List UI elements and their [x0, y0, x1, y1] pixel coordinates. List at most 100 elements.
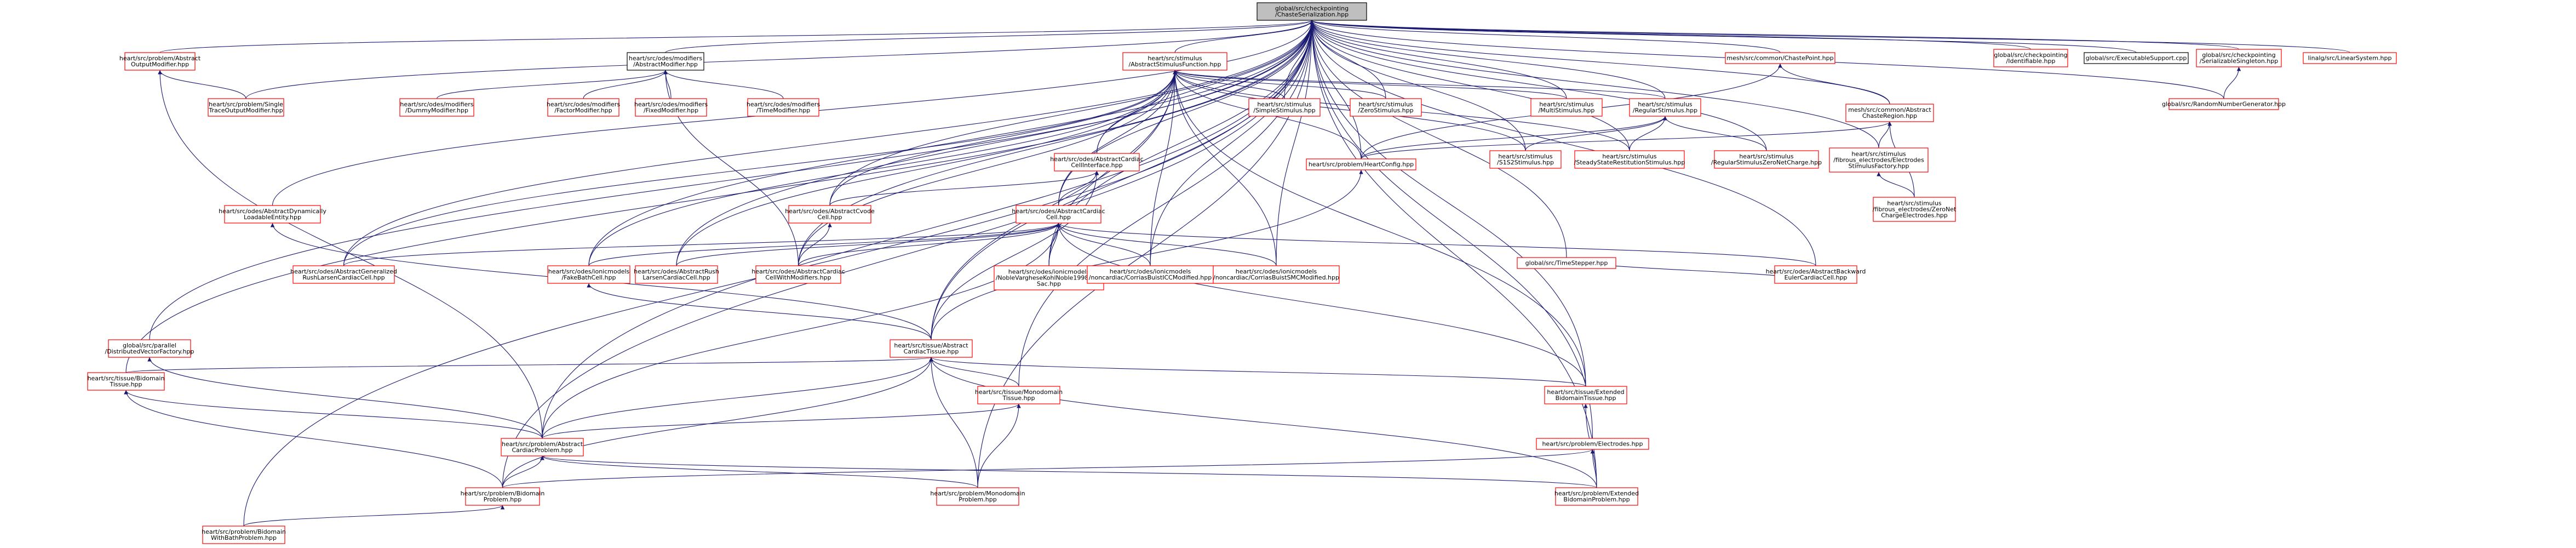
node-bidomain-tissue[interactable]: heart/src/tissue/BidomainTissue.hpp [87, 372, 165, 391]
node-dist-vec-factory[interactable]: global/src/parallel/DistributedVectorFac… [105, 339, 194, 358]
node-ext-bidomain-tissue[interactable]: heart/src/tissue/ExtendedBidomainTissue.… [1544, 386, 1627, 404]
node-exec-support[interactable]: global/src/ExecutableSupport.cpp [2084, 52, 2189, 64]
node-abs-cardiac-tissue[interactable]: heart/src/tissue/AbstractCardiacTissue.h… [890, 339, 973, 358]
node-box[interactable] [1993, 49, 2068, 67]
node-box[interactable] [1306, 158, 1416, 170]
node-box[interactable] [788, 205, 871, 224]
node-box[interactable] [1530, 98, 1603, 117]
node-box[interactable] [890, 339, 973, 358]
node-box[interactable] [635, 265, 718, 284]
node-fixed-mod[interactable]: heart/src/odes/modifiers/FixedModifier.h… [634, 98, 708, 117]
node-regular-zero-stim[interactable]: heart/src/stimulus/RegularStimulusZeroNe… [1711, 150, 1822, 169]
node-dummy-mod[interactable]: heart/src/odes/modifiers/DummyModifier.h… [399, 98, 474, 117]
node-box[interactable] [87, 372, 165, 391]
node-box[interactable] [2303, 52, 2397, 64]
node-box[interactable] [1629, 98, 1701, 117]
node-rng[interactable]: global/src/RandomNumberGenerator.hpp [2162, 98, 2286, 110]
node-box[interactable] [627, 52, 704, 71]
node-elec-factory[interactable]: heart/src/stimulus/fibrous_electrodes/El… [1829, 147, 1929, 173]
node-box[interactable] [2168, 98, 2279, 110]
node-single-trace[interactable]: heart/src/problem/SingleTraceOutputModif… [208, 98, 284, 117]
node-box[interactable] [1257, 2, 1367, 21]
node-box[interactable] [1517, 257, 1616, 269]
node-identifiable[interactable]: global/src/checkpointing/Identifiable.hp… [1993, 49, 2068, 67]
node-box[interactable] [208, 98, 284, 117]
node-linear-system[interactable]: linalg/src/LinearSystem.hpp [2303, 52, 2397, 64]
node-time-mod[interactable]: heart/src/odes/modifiers/TimeModifier.hp… [747, 98, 820, 117]
node-regular-stim[interactable]: heart/src/stimulus/RegularStimulus.hpp [1629, 98, 1701, 117]
node-cell-iface[interactable]: heart/src/odes/AbstractCardiacCellInterf… [1050, 153, 1144, 172]
node-box[interactable] [1714, 150, 1819, 169]
node-heart-config[interactable]: heart/src/problem/HeartConfig.hpp [1306, 158, 1416, 170]
node-multi-stim[interactable]: heart/src/stimulus/MultiStimulus.hpp [1530, 98, 1603, 117]
node-box[interactable] [747, 98, 819, 117]
node-box[interactable] [1350, 98, 1422, 117]
node-box[interactable] [1555, 487, 1638, 506]
node-box[interactable] [547, 98, 619, 117]
node-box[interactable] [1122, 52, 1227, 71]
node-box[interactable] [224, 205, 321, 224]
node-gen-rush[interactable]: heart/src/odes/AbstractGeneralizedRushLa… [290, 265, 397, 284]
node-bidomain-problem[interactable]: heart/src/problem/BidomainProblem.hpp [461, 487, 545, 506]
node-corriasbuist-smc[interactable]: heart/src/odes/ionicmodels/noncardiac/Co… [1213, 265, 1340, 284]
node-box[interactable] [1725, 52, 1835, 64]
node-box[interactable] [994, 265, 1104, 290]
node-box[interactable] [1054, 153, 1140, 172]
node-factor-mod[interactable]: heart/src/odes/modifiers/FactorModifier.… [547, 98, 620, 117]
node-box[interactable] [1489, 150, 1562, 169]
node-steady-stim[interactable]: heart/src/stimulus/SteadyStateRestitutio… [1574, 150, 1685, 169]
node-box[interactable] [124, 52, 196, 71]
node-ext-bidomain-problem[interactable]: heart/src/problem/ExtendedBidomainProble… [1554, 487, 1639, 506]
node-box[interactable] [1544, 386, 1627, 404]
node-box[interactable] [108, 339, 191, 358]
node-simple-stim[interactable]: heart/src/stimulus/SimpleStimulus.hpp [1248, 98, 1321, 117]
node-box[interactable] [1873, 197, 1956, 222]
node-box[interactable] [1248, 98, 1321, 117]
node-box[interactable] [1845, 104, 1934, 122]
node-box[interactable] [635, 98, 707, 117]
node-corriasbuist-icc[interactable]: heart/src/odes/ionicmodels/noncardiac/Co… [1087, 265, 1214, 284]
node-cell-with-mod[interactable]: heart/src/odes/AbstractCardiacCellWithMo… [751, 265, 845, 284]
node-box[interactable] [547, 265, 630, 284]
node-box[interactable] [501, 438, 584, 456]
node-box[interactable] [1087, 265, 1214, 284]
node-box[interactable] [1213, 265, 1340, 284]
node-box[interactable] [936, 487, 1019, 506]
node-abs-cardiac-problem[interactable]: heart/src/problem/AbstractCardiacProblem… [501, 438, 584, 456]
node-box[interactable] [1829, 147, 1929, 173]
node-abs-stim-fn[interactable]: heart/src/stimulus/AbstractStimulusFunct… [1122, 52, 1227, 71]
node-serializable-singleton[interactable]: global/src/checkpointing/SerializableSin… [2196, 49, 2282, 67]
node-box[interactable] [202, 526, 285, 544]
node-zero-net-elec[interactable]: heart/src/stimulus/fibrous_electrodes/Ze… [1873, 197, 1957, 222]
node-fake-bath[interactable]: heart/src/odes/ionicmodels/FakeBathCell.… [547, 265, 630, 284]
node-backward-euler[interactable]: heart/src/odes/AbstractBackwardEulerCard… [1766, 265, 1866, 284]
node-box[interactable] [292, 265, 395, 284]
node-box[interactable] [755, 265, 841, 284]
node-box[interactable] [1574, 150, 1685, 169]
node-box[interactable] [2196, 49, 2282, 67]
node-box[interactable] [2084, 52, 2189, 64]
node-box[interactable] [465, 487, 540, 506]
node-dyn-loadable[interactable]: heart/src/odes/AbstractDynamicallyLoadab… [219, 205, 326, 224]
node-abs-modifier[interactable]: heart/src/odes/modifiers/AbstractModifie… [627, 52, 704, 71]
node-electrodes[interactable]: heart/src/problem/Electrodes.hpp [1536, 438, 1649, 450]
node-chaste-point[interactable]: mesh/src/common/ChastePoint.hpp [1725, 52, 1835, 64]
node-box[interactable] [1774, 265, 1857, 284]
node-noble-vk[interactable]: heart/src/odes/ionicmodels/NobleVarghese… [994, 265, 1104, 290]
node-box[interactable] [1536, 438, 1649, 450]
node-root[interactable]: global/src/checkpointing/ChasteSerializa… [1257, 2, 1367, 21]
node-rush-larsen[interactable]: heart/src/odes/AbstractRushLarsenCardiac… [634, 265, 719, 284]
node-time-stepper[interactable]: global/src/TimeStepper.hpp [1517, 257, 1616, 269]
node-zero-stim[interactable]: heart/src/stimulus/ZeroStimulus.hpp [1350, 98, 1422, 117]
node-bidomain-bath[interactable]: heart/src/problem/BidomainWithBathProble… [202, 526, 286, 544]
node-box[interactable] [399, 98, 474, 117]
node-box[interactable] [977, 386, 1060, 404]
node-s1s2-stim[interactable]: heart/src/stimulus/S1S2Stimulus.hpp [1489, 150, 1562, 169]
node-box[interactable] [1016, 205, 1101, 224]
node-abs-output-mod[interactable]: heart/src/problem/AbstractOutputModifier… [119, 52, 201, 71]
